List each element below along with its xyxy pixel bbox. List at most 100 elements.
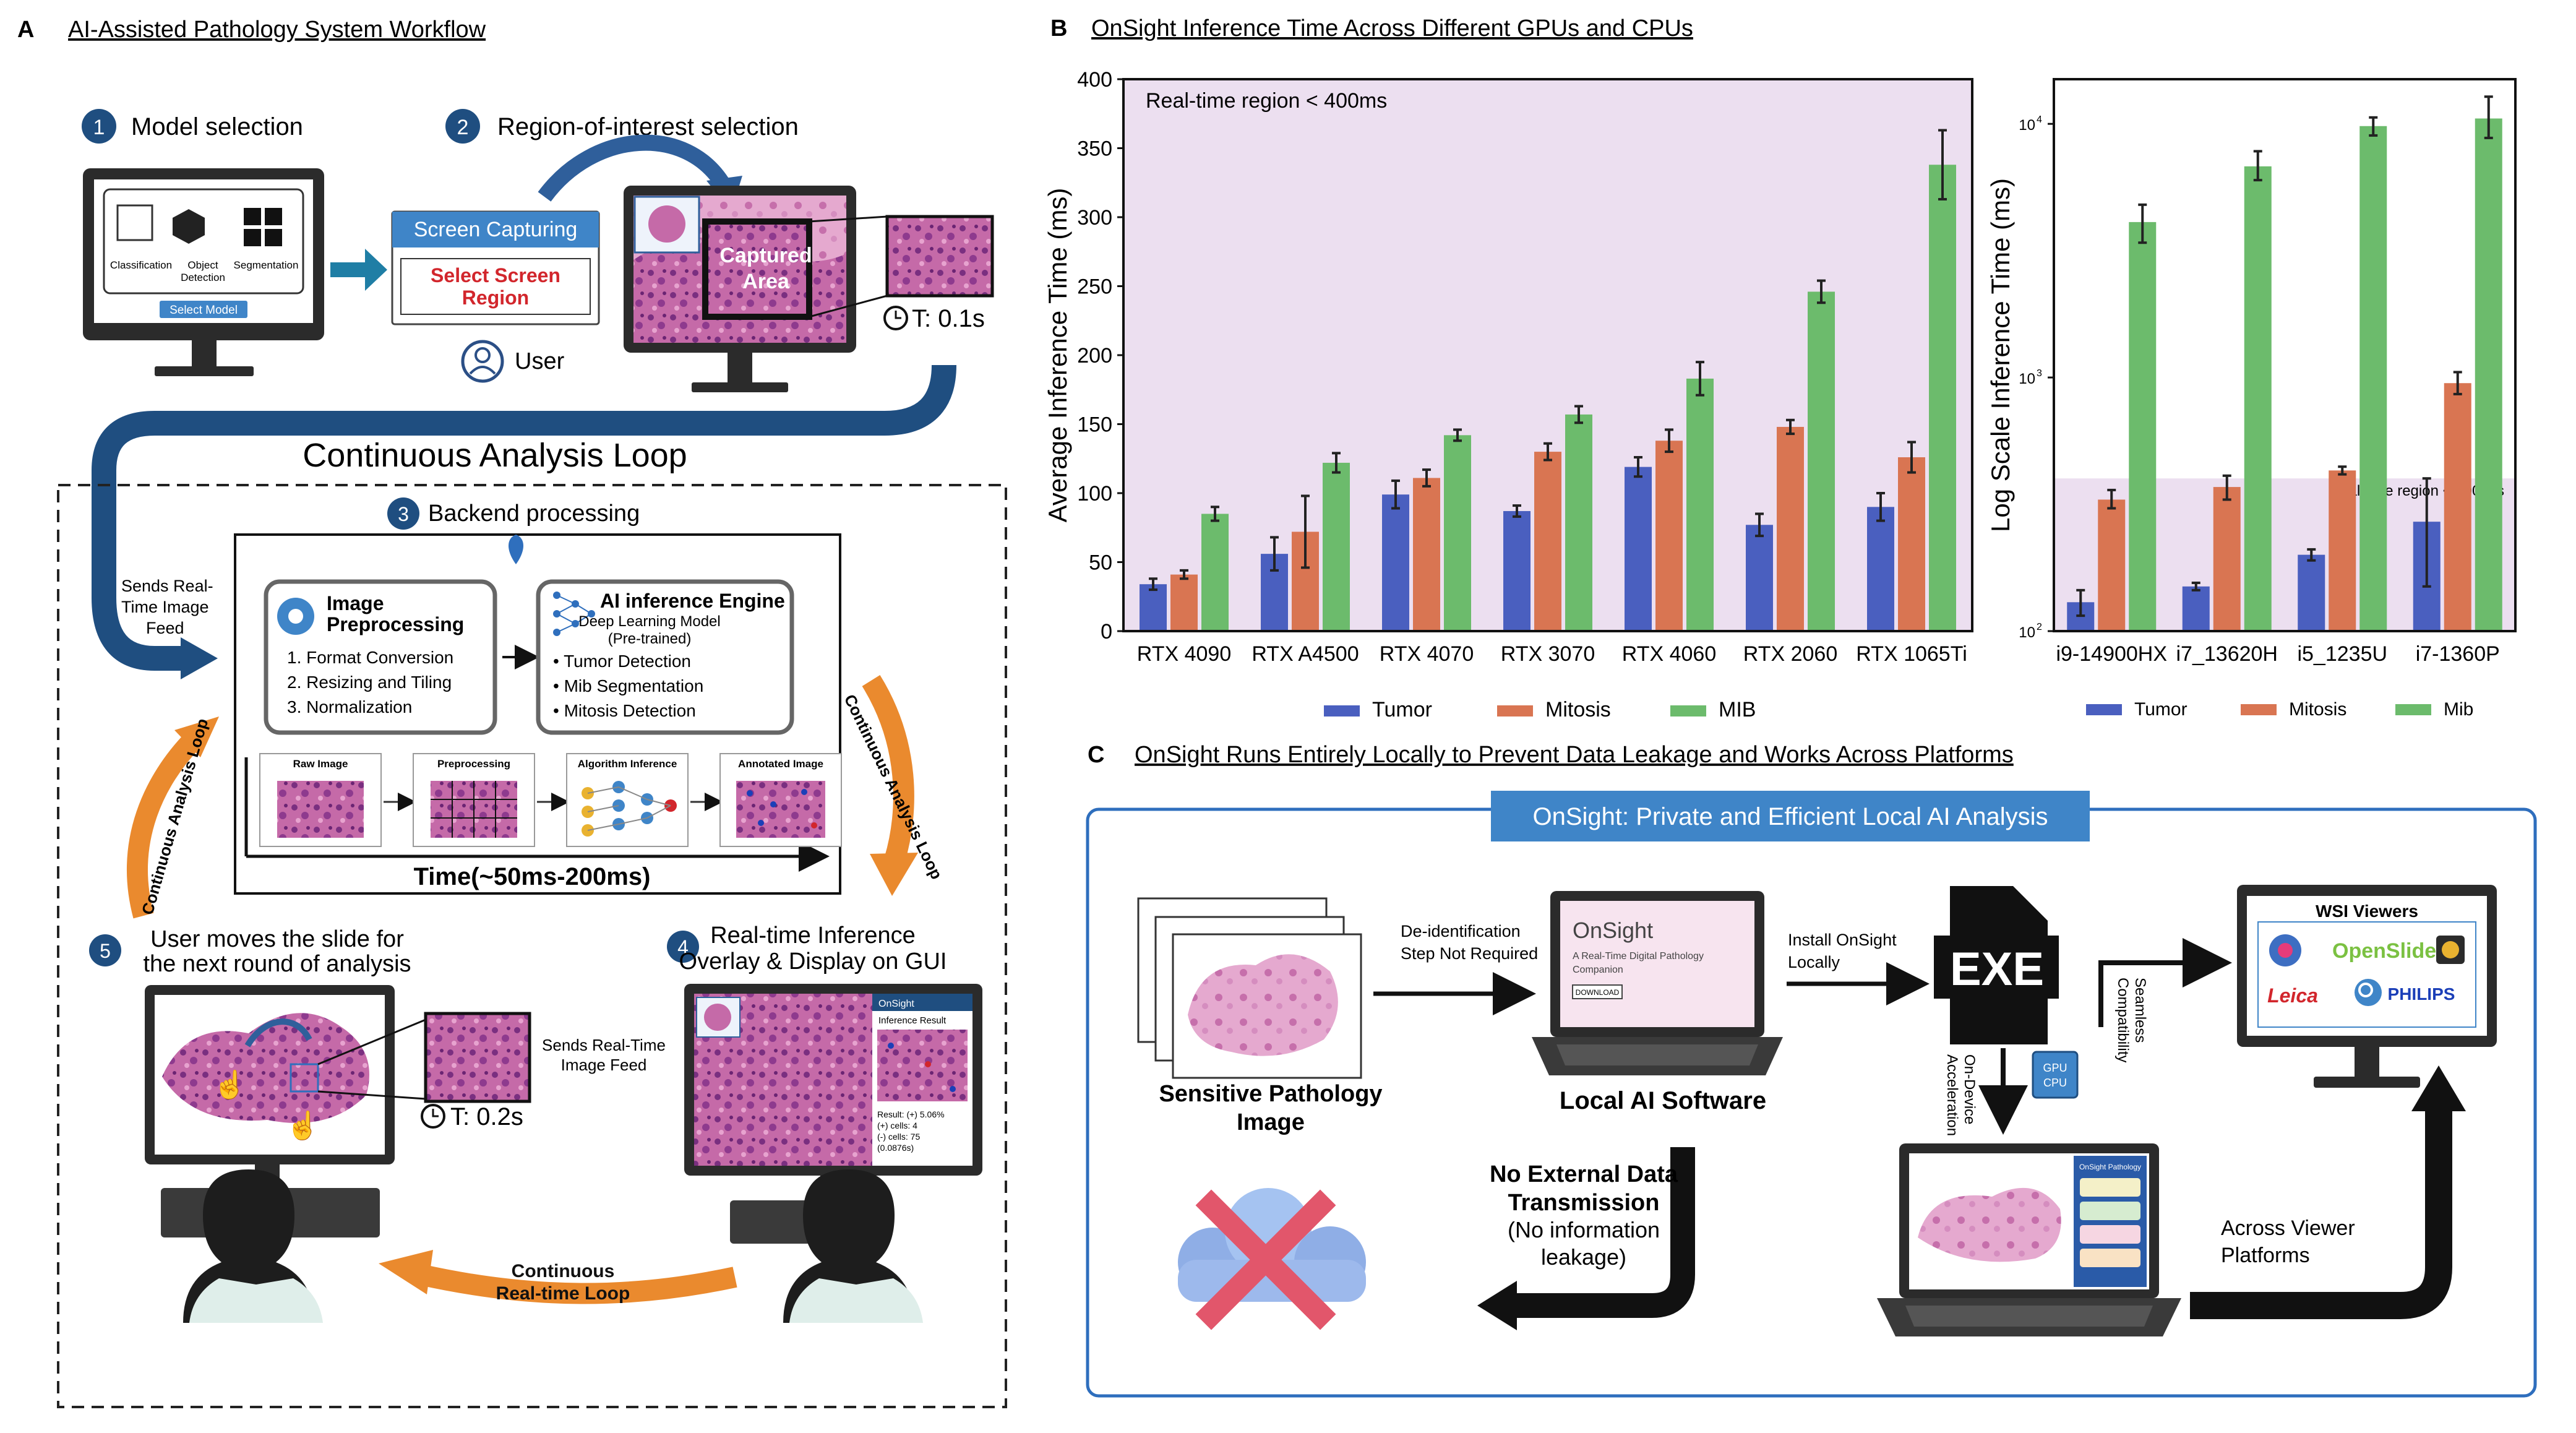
deid-line1: De-identification	[1401, 922, 1521, 940]
legend-swatch-mitosis	[1497, 705, 1533, 716]
capture-curved-arrow	[538, 134, 731, 202]
y-tick-label: 300	[1077, 206, 1112, 230]
x-tick-label: i7_13620H	[2176, 642, 2278, 666]
step5-line1: User moves the slide for	[150, 926, 404, 952]
step3-label: Backend processing	[428, 501, 640, 527]
pipeline-preprocessing: Preprocessing	[413, 753, 535, 847]
bar-tumor	[1746, 525, 1773, 631]
legend-label: Mib	[2444, 699, 2473, 720]
step3-number: 3	[398, 503, 409, 525]
pipeline-inference: Algorithm Inference	[566, 753, 689, 847]
download-button[interactable]	[1572, 984, 1623, 999]
y-tick-label: 100	[1077, 482, 1112, 506]
y-tick-exponent: 2	[2037, 622, 2042, 632]
panel-c-title: OnSight Runs Entirely Locally to Prevent…	[1135, 742, 2014, 768]
monitor-captured-area: Captured Area	[624, 186, 856, 392]
sends-feed-line3: Feed	[146, 619, 184, 637]
philips-logo: PHILIPS	[2388, 984, 2455, 1004]
y-tick-label: 200	[1077, 344, 1112, 368]
panel-a: A AI-Assisted Pathology System Workflow …	[17, 17, 1007, 1408]
pipeline-raw: Raw Image	[259, 753, 382, 847]
bar-mib	[2475, 118, 2502, 632]
bar-mib	[1808, 291, 1835, 631]
gui-result: Result: (+) 5.06%	[877, 1109, 945, 1119]
panel-c: C OnSight Runs Entirely Locally to Preve…	[1086, 742, 2537, 1398]
x-tick-label: i9-14900HX	[2056, 642, 2167, 666]
step5-time: T: 0.2s	[450, 1103, 523, 1130]
monitor-wsi-viewers: WSI Viewers OpenSlide Leica PHILIPS	[2237, 885, 2497, 1088]
legend-label: Mitosis	[2289, 699, 2346, 720]
engine-sub1: Deep Learning Model	[578, 613, 721, 630]
bar-mitosis	[1170, 574, 1198, 631]
no-external-line3: (No information	[1508, 1217, 1660, 1242]
laptop-sub2: Companion	[1573, 965, 1623, 975]
step1-to-step2-arrow	[330, 249, 387, 291]
laptop-title: OnSight	[1573, 918, 1653, 943]
step4-line2: Overlay & Display on GUI	[679, 949, 947, 975]
bar-tumor	[1503, 510, 1531, 631]
bar-mib	[1929, 165, 1956, 631]
deid-line2: Step Not Required	[1401, 944, 1538, 963]
gui-result: (-) cells: 75	[877, 1132, 920, 1142]
legend-label: Tumor	[1372, 698, 1432, 721]
realtime-region-label: Real-time region < 400ms	[1146, 89, 1387, 113]
panel-b-letter: B	[1050, 15, 1067, 41]
bar-mitosis	[1898, 457, 1925, 631]
user-silhouette-right	[783, 1169, 923, 1323]
segmentation-icon	[265, 229, 282, 246]
wsi-label: WSI Viewers	[2316, 902, 2418, 921]
app-panel-title: OnSight Pathology	[2079, 1163, 2141, 1171]
bar-mitosis	[2213, 487, 2241, 631]
bar-mitosis	[2329, 470, 2356, 631]
legend-swatch-mib	[1670, 705, 1706, 716]
step4-number-badge	[667, 931, 699, 963]
panel-a-letter: A	[17, 17, 34, 43]
captured-zoom-inset	[885, 215, 994, 298]
qupath-logo-icon	[2355, 979, 2382, 1006]
bar-tumor	[1140, 584, 1167, 631]
step1-label: Model selection	[131, 113, 303, 140]
sensitive-line1: Sensitive Pathology	[1159, 1081, 1382, 1107]
loop-title: Continuous Analysis Loop	[303, 437, 687, 474]
y-tick-label: 10	[2019, 371, 2035, 387]
gui-title: OnSight	[878, 999, 914, 1009]
panel-b: B OnSight Inference Time Across Differen…	[1043, 15, 2517, 721]
screen-capturing-header	[392, 212, 599, 247]
gui-result: (0.0876s)	[877, 1143, 914, 1153]
detection-label: Detection	[181, 272, 225, 283]
sends-feed-line1: Sends Real-	[121, 577, 213, 595]
select-model-button[interactable]	[160, 301, 247, 318]
bar-mitosis	[1655, 441, 1683, 631]
right-loop-arrow	[862, 675, 914, 863]
neural-network-icon	[553, 592, 595, 636]
hand-cursor-icon: ☝	[213, 1068, 247, 1101]
onsight-side-panel	[2074, 1156, 2147, 1287]
select-region-line1: Select Screen	[431, 264, 560, 286]
step5-sends-line1: Sends Real-Time	[542, 1036, 666, 1054]
time-label: Time(~50ms-200ms)	[414, 863, 651, 890]
gpu-cpu-chip-icon: GPU CPU	[2032, 1051, 2079, 1099]
screen-capturing-label: Screen Capturing	[414, 218, 578, 241]
leica-logo: Leica	[2267, 984, 2318, 1007]
gui-result: (+) cells: 4	[877, 1121, 917, 1130]
step4-number: 4	[677, 936, 689, 958]
x-tick-label: RTX 4070	[1380, 642, 1474, 666]
legend-label: MIB	[1719, 698, 1756, 721]
pipeline-preprocessing-label: Preprocessing	[437, 758, 510, 770]
select-screen-region-button[interactable]	[400, 258, 591, 315]
x-tick-label: RTX 3070	[1501, 642, 1595, 666]
legend-swatch-mitosis	[2241, 704, 2277, 715]
legend-swatch-tumor	[1324, 705, 1360, 716]
exe-file-icon: EXE	[1934, 886, 2059, 1044]
engine-item: • Mib Segmentation	[553, 676, 703, 695]
bar-mitosis	[1777, 426, 1804, 631]
engine-sub2: (Pre-trained)	[608, 630, 692, 647]
no-external-line1: No External Data	[1490, 1161, 1678, 1187]
x-tick-label: RTX 4060	[1622, 642, 1716, 666]
x-tick-label: RTX 1065Ti	[1856, 642, 1967, 666]
y-tick-exponent: 4	[2037, 114, 2042, 125]
user-silhouette-left	[183, 1169, 323, 1323]
y-tick-label: 10	[2019, 117, 2035, 134]
across-line1: Across Viewer	[2221, 1216, 2355, 1240]
